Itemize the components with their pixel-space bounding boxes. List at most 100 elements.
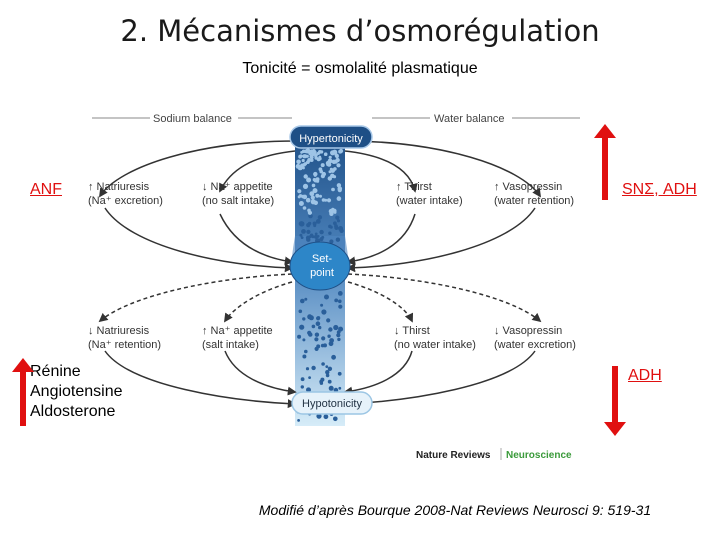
arrow-thirst-to-setpoint xyxy=(348,214,415,262)
solute-dot xyxy=(322,198,326,202)
sns-adh-label: SNΣ, ADH xyxy=(622,181,697,199)
sodium-balance-label: Sodium balance xyxy=(153,113,232,125)
solute-dot xyxy=(311,366,315,370)
solute-dot xyxy=(321,309,326,314)
upper-vasopressin-1: ↑ Vasopressin xyxy=(494,181,562,193)
solute-dot xyxy=(324,414,329,419)
arrow-setpoint-to-lower-vasopressin xyxy=(348,274,540,321)
solute-dot xyxy=(328,367,332,371)
solute-dot xyxy=(319,230,323,234)
solute-dot xyxy=(338,300,342,304)
solute-dot xyxy=(328,232,331,235)
water-balance-label: Water balance xyxy=(434,113,505,125)
solute-dot xyxy=(336,238,340,242)
solute-dot xyxy=(316,321,321,326)
solute-dot xyxy=(308,332,312,336)
solute-dot xyxy=(303,154,306,157)
journal-name: Nature Reviews xyxy=(416,450,491,461)
solute-dot xyxy=(336,163,340,167)
solute-dot xyxy=(306,230,310,234)
solute-dot xyxy=(328,176,332,180)
solute-dot xyxy=(301,377,305,381)
solute-dot xyxy=(339,149,343,153)
solute-dot xyxy=(321,336,325,340)
renine-label: Rénine xyxy=(30,362,123,382)
solute-dot xyxy=(338,387,341,390)
solute-dot xyxy=(308,211,312,215)
upper-thirst-2: (water intake) xyxy=(396,195,463,207)
arrow-natriuresis-to-setpoint xyxy=(105,208,292,268)
solute-dot xyxy=(306,198,311,203)
solute-dot xyxy=(310,156,313,159)
renine-group: Rénine Angiotensine Aldosterone xyxy=(30,362,123,422)
solute-dot xyxy=(312,184,316,188)
solute-dot xyxy=(320,378,324,382)
solute-dot xyxy=(296,164,301,169)
solute-dot xyxy=(302,317,305,320)
solute-dot xyxy=(321,163,325,167)
solute-dot xyxy=(326,318,330,322)
solute-dot xyxy=(315,194,319,198)
solute-dot xyxy=(301,385,304,388)
arrow-vasopressin-to-setpoint xyxy=(348,208,535,268)
solute-dot xyxy=(314,337,318,341)
solute-dot xyxy=(317,158,321,162)
solute-dot xyxy=(300,299,305,304)
solute-dot xyxy=(306,150,309,153)
solute-dot xyxy=(309,191,314,196)
lower-na-appetite-2: (salt intake) xyxy=(202,339,259,351)
solute-dot xyxy=(318,150,322,154)
solute-dot xyxy=(314,174,317,177)
solute-dot xyxy=(329,338,334,343)
solute-dot xyxy=(301,229,306,234)
solute-dot xyxy=(329,156,332,159)
solute-dot xyxy=(327,335,330,338)
solute-dot xyxy=(334,160,338,164)
solute-dot xyxy=(319,167,323,171)
solute-dot xyxy=(328,327,332,331)
solute-dot xyxy=(318,215,322,219)
lower-vasopressin-2: (water excretion) xyxy=(494,339,576,351)
solute-dot xyxy=(326,161,330,165)
solute-dot xyxy=(338,186,343,191)
solute-dot xyxy=(306,367,309,370)
solute-dot xyxy=(308,222,311,225)
solute-dot xyxy=(299,310,303,314)
upper-na-appetite-1: ↓ Na⁺ appetite xyxy=(202,181,273,193)
solute-dot xyxy=(332,150,337,155)
solute-dot xyxy=(331,208,334,211)
solute-dot xyxy=(309,315,314,320)
solute-dot xyxy=(307,179,310,182)
solute-dot xyxy=(308,376,311,379)
solute-dot xyxy=(303,206,307,210)
solute-dot xyxy=(315,347,319,351)
angiotensine-label: Angiotensine xyxy=(30,382,123,402)
solute-dot xyxy=(321,174,325,178)
upper-natriuresis-1: ↑ Natriuresis xyxy=(88,181,150,193)
lower-vasopressin-1: ↓ Vasopressin xyxy=(494,325,562,337)
solute-dot xyxy=(299,221,304,226)
osmoregulation-figure: Sodium balance Water balance Hypertonici… xyxy=(60,96,600,466)
solute-dot xyxy=(302,163,306,167)
solute-dot xyxy=(338,305,342,309)
solute-dot xyxy=(337,330,341,334)
solute-dot xyxy=(339,229,343,233)
solute-dot xyxy=(313,178,316,181)
solute-dot xyxy=(315,233,318,236)
solute-dot xyxy=(320,304,323,307)
solute-dot xyxy=(304,350,308,354)
lower-natriuresis-1: ↓ Natriuresis xyxy=(88,325,150,337)
solute-dot xyxy=(337,338,340,341)
set-point-label-2: point xyxy=(310,267,334,279)
solute-dot xyxy=(337,219,340,222)
solute-dot xyxy=(299,325,304,330)
aldosterone-label: Aldosterone xyxy=(30,402,123,422)
upper-na-appetite-2: (no salt intake) xyxy=(202,195,274,207)
solute-dot xyxy=(313,224,316,227)
solute-dot xyxy=(309,235,312,238)
solute-dot xyxy=(335,216,339,220)
solute-dot xyxy=(333,325,338,330)
solute-dot xyxy=(328,225,332,229)
arrow-setpoint-to-lower-natriuresis xyxy=(100,274,292,321)
arrow-lower-vasopressin-to-hypo xyxy=(345,351,535,404)
